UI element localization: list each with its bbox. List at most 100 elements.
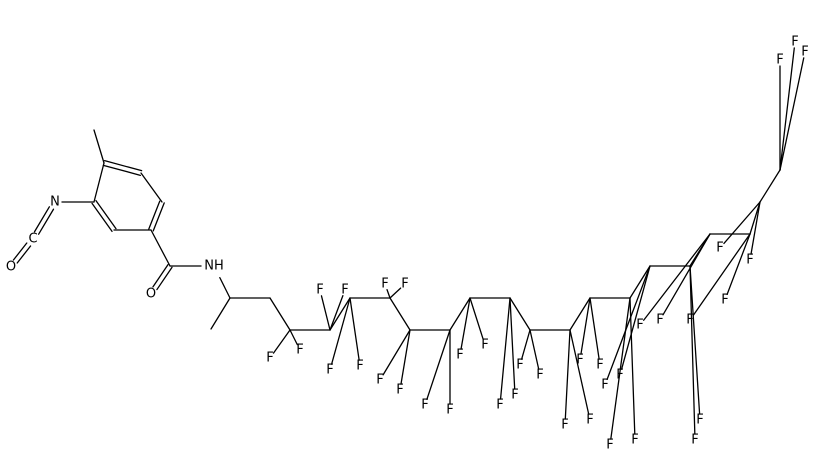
bond-fluorine-c3-0 (330, 297, 351, 365)
bond-fluorine-c12-1 (629, 297, 636, 435)
fluorine-c10-1: F (586, 413, 593, 428)
fluorine-c3-1: F (356, 359, 363, 374)
fluorine-c4-1: F (401, 277, 408, 292)
fluorine-c18-1: F (776, 53, 783, 68)
bond-fluorine-c16-1 (726, 233, 751, 296)
bond-me1-r1 (93, 129, 105, 164)
atom-nIso: N (50, 195, 60, 210)
bond-c8-c9 (509, 297, 531, 331)
bond-fluorine-c12-0 (610, 297, 631, 440)
bond-c16-c17 (749, 201, 761, 235)
fluorine-c14-1: F (691, 433, 698, 448)
bond-fluorine-c7-0 (460, 297, 471, 350)
bond-r5-r6-second (91, 202, 113, 233)
fluorine-c18-2: F (801, 45, 808, 60)
bond-fluorine-c5-1 (400, 329, 411, 385)
fluorine-c3-0: F (326, 363, 333, 378)
bond-fluorine-c7-1 (469, 297, 484, 340)
fluorine-c8-1: F (511, 388, 518, 403)
fluorine-c4-0: F (381, 277, 388, 292)
bond-fluorine-c10-1 (569, 329, 590, 415)
bond-nIso-cIso-second (37, 208, 55, 235)
bond-r1-r2-second (103, 160, 143, 172)
bond-cIso-oIso-second (16, 245, 32, 264)
bond-fluorine-c18-0 (779, 47, 795, 171)
bond-fluorine-c13-0 (606, 265, 651, 381)
bond-r4-cAm (150, 229, 171, 267)
fluorine-c1-0: F (266, 351, 273, 366)
bond-cAm-oAm (152, 264, 169, 288)
fluorine-c7-1: F (481, 338, 488, 353)
fluorine-c17-0: F (716, 241, 723, 256)
fluorine-c2-0: F (316, 283, 323, 298)
bond-fluorine-c3-1 (349, 297, 360, 361)
fluorine-c5-1: F (396, 383, 403, 398)
bond-fluorine-c6-0 (426, 329, 451, 400)
bond-fluorine-c2-0 (320, 295, 331, 331)
fluorine-c12-0: F (606, 438, 613, 452)
bond-fluorine-c2-1 (329, 294, 344, 331)
atom-oIso: O (6, 260, 16, 275)
fluorine-c17-1: F (746, 253, 753, 268)
bond-fluorine-c9-0 (520, 329, 531, 360)
fluorine-c15-1: F (656, 313, 663, 328)
fluorine-c16-0: F (686, 313, 693, 328)
bond-fluorine-c1-0 (272, 329, 291, 354)
bond-fluorine-c5-0 (382, 329, 411, 376)
fluorine-c12-1: F (631, 433, 638, 448)
fluorine-c11-0: F (576, 353, 583, 368)
bond-fluorine-c10-0 (564, 329, 571, 420)
fluorine-c18-0: F (791, 35, 798, 50)
bond-fluorine-c1-1 (289, 329, 298, 346)
fluorine-c13-1: F (616, 368, 623, 383)
bond-layer (12, 47, 805, 440)
bond-ch2-c1 (269, 297, 291, 331)
bond-c12-c13 (629, 265, 651, 299)
bond-fluorine-c18-2 (779, 57, 805, 171)
bond-cAm-oAm-second (156, 266, 173, 291)
bond-c4-c5 (389, 297, 411, 331)
fluorine-c6-0: F (421, 398, 428, 413)
bond-r3-r4 (148, 200, 161, 230)
fluorine-c15-0: F (636, 318, 643, 333)
fluorine-c1-1: F (296, 343, 303, 358)
bond-fluorine-c4-0 (386, 289, 391, 299)
bond-nAm-ch (219, 276, 231, 299)
bond-c6-c7 (449, 297, 471, 331)
fluorine-c14-0: F (696, 413, 703, 428)
bond-fluorine-c11-1 (589, 297, 600, 360)
fluorine-c10-0: F (561, 418, 568, 433)
fluorine-c13-0: F (601, 378, 608, 393)
fluorine-c11-1: F (596, 358, 603, 373)
atom-cIso: C (28, 232, 37, 247)
bond-fluorine-c14-1 (689, 265, 696, 435)
bond-fluorine-c14-0 (689, 265, 701, 415)
bond-fluorine-c8-0 (499, 297, 511, 400)
bond-fluorine-c9-1 (529, 329, 540, 370)
atom-nAm: NH (204, 259, 224, 274)
bond-ch-me2 (210, 297, 231, 330)
bond-fluorine-c17-0 (723, 201, 761, 245)
fluorine-c6-1: F (446, 403, 453, 418)
atom-oAm: O (146, 287, 156, 302)
bond-fluorine-c16-0 (692, 233, 751, 316)
bond-c10-c11 (569, 297, 591, 331)
bond-r5-r6 (95, 199, 117, 230)
bond-fluorine-c8-1 (509, 297, 516, 390)
bond-fluorine-c4-1 (389, 287, 402, 299)
bond-r1-r2 (102, 164, 142, 176)
bond-fluorine-c11-0 (580, 297, 591, 355)
fluorine-c5-0: F (376, 373, 383, 388)
bond-nIso-cIso (33, 206, 51, 233)
bond-fluorine-c13-1 (620, 265, 651, 370)
fluorine-c16-1: F (721, 293, 728, 308)
bond-r2-r3 (140, 172, 163, 203)
bond-c17-c18 (759, 169, 781, 203)
fluorine-c9-1: F (536, 368, 543, 383)
bond-r6-r1 (93, 162, 105, 203)
bond-fluorine-c15-1 (662, 233, 711, 316)
bond-r3-r4-second (152, 202, 165, 232)
bond-fluorine-c17-1 (750, 201, 761, 255)
